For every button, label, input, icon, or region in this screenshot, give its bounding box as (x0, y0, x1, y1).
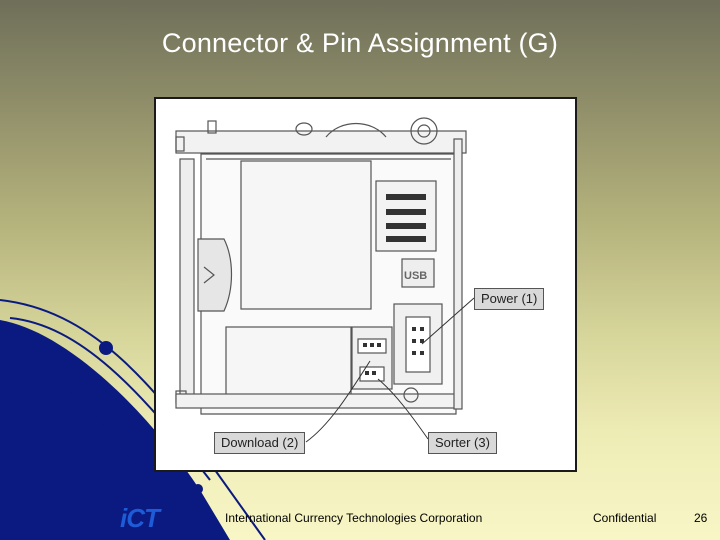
swoosh-line-3 (0, 349, 161, 501)
power-connector (405, 316, 431, 373)
swoosh-dot-3 (193, 484, 203, 494)
usb-port-area (401, 258, 435, 288)
cable-loop (325, 123, 387, 138)
swoosh-dot-2 (27, 349, 35, 357)
bottom-screw (403, 387, 419, 403)
right-rail (453, 138, 463, 410)
usb-label: USB (404, 270, 427, 282)
ict-logo: iCT (120, 503, 160, 534)
top-knob (410, 117, 438, 145)
lower-panel (225, 326, 352, 398)
device-figure: USB Power (1) Download (2) Sorter (3) (154, 97, 577, 472)
top-knob-inner (417, 124, 431, 138)
callout-power: Power (1) (474, 288, 545, 310)
ict-logo-text: iCT (120, 503, 160, 533)
top-bracket (175, 130, 467, 154)
left-tab-top (175, 136, 185, 152)
device-drawing: USB (175, 117, 475, 443)
handle-chevron (203, 266, 215, 284)
footer-confidential: Confidential (593, 511, 657, 525)
top-hole (295, 122, 313, 136)
swoosh-shape (0, 320, 230, 540)
callout-sorter: Sorter (3) (428, 432, 497, 454)
upper-panel (240, 160, 372, 310)
left-rail (179, 158, 195, 400)
leader-lines (305, 297, 475, 443)
swoosh-dot-1 (99, 341, 113, 355)
page-number: 26 (694, 511, 708, 525)
dip-switches (386, 194, 426, 242)
callout-download: Download (2) (214, 432, 306, 454)
footer-company: International Currency Technologies Corp… (225, 511, 483, 525)
top-slot (207, 120, 217, 134)
slide-title: Connector & Pin Assignment (G) (161, 28, 559, 58)
connector-pins (363, 327, 424, 375)
